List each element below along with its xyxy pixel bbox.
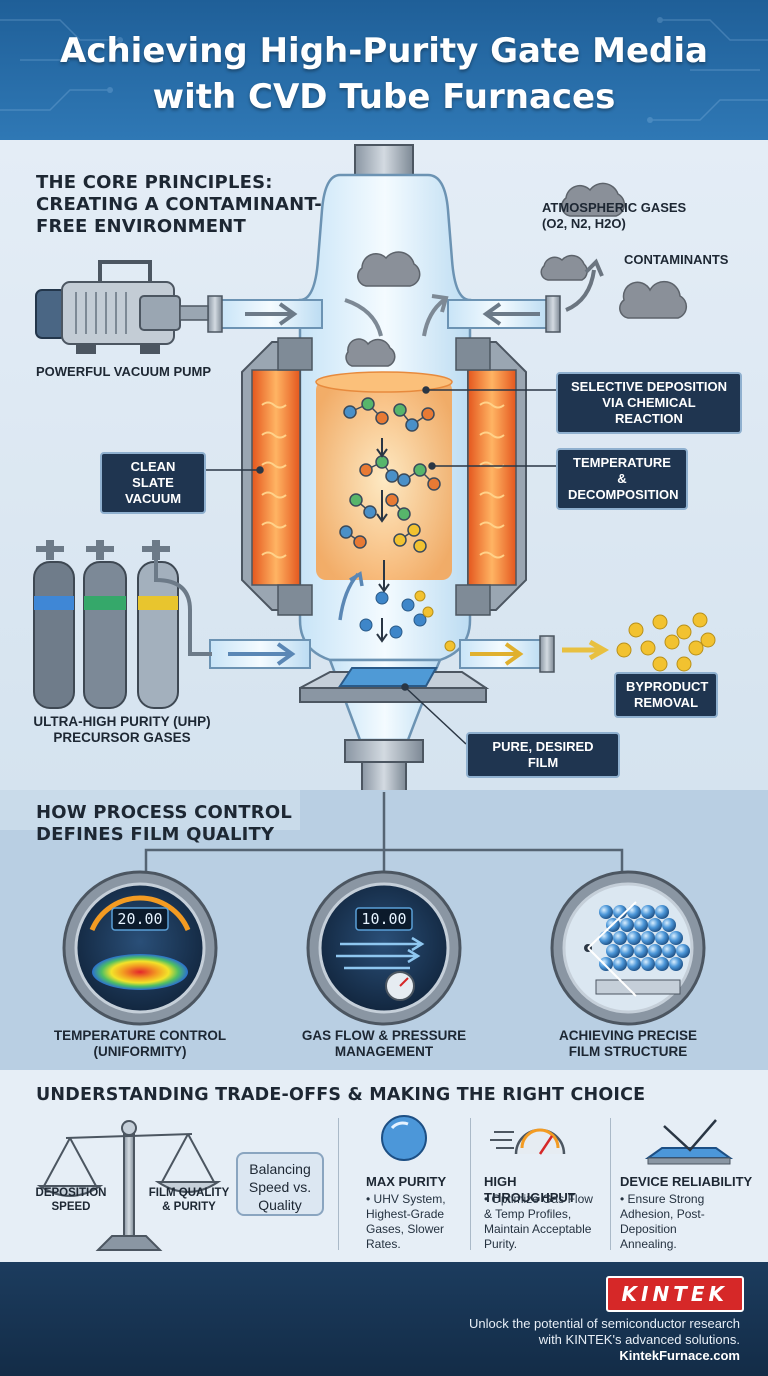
- lattice-atom: [613, 905, 627, 919]
- footer-website-link[interactable]: KintekFurnace.com: [619, 1348, 740, 1363]
- removal-arrow-icon: [562, 639, 610, 661]
- page-title: Achieving High-Purity Gate Media with CV…: [60, 31, 708, 117]
- contaminants-label: Contaminants: [624, 252, 729, 267]
- precursor-molecules: [339, 397, 441, 553]
- principles-heading: The Core Principles: Creating a Contamin…: [36, 172, 322, 237]
- gas-cylinders-icon: [33, 540, 212, 709]
- lattice-atom: [676, 944, 690, 958]
- film-structure-gauge: [550, 870, 706, 1026]
- lattice-atom: [599, 931, 613, 945]
- vacuum-arrow-icon: [245, 302, 298, 326]
- clean-slate-callout: Clean Slate Vacuum: [100, 452, 206, 514]
- lattice-atom: [599, 905, 613, 919]
- byproduct-particles: [414, 590, 716, 672]
- process-control-heading: How Process Control Defines Film Quality: [36, 802, 293, 845]
- temperature-readout: 20.00: [117, 910, 163, 928]
- precursor-arrow-icon: [228, 642, 296, 666]
- film-substrate: [595, 979, 681, 995]
- lattice-atom: [634, 918, 648, 932]
- pure-film-callout: Pure, Desired Film: [466, 732, 620, 778]
- max-purity-text: UHV System, Highest-Grade Gases, Slower …: [366, 1192, 446, 1251]
- header-band: [0, 0, 768, 140]
- lattice-atom: [627, 931, 641, 945]
- lattice-atom: [655, 905, 669, 919]
- device-reliability-title: Device Reliability: [620, 1174, 753, 1189]
- right-heater: [455, 337, 527, 616]
- lattice-atom: [641, 957, 655, 971]
- divider: [610, 1118, 611, 1250]
- deposition-speed-label: Deposition Speed: [35, 1187, 107, 1213]
- lattice-atom: [662, 918, 676, 932]
- circuit-pattern: [0, 17, 768, 123]
- flow-readout: 10.00: [361, 910, 407, 928]
- tradeoffs-graphics: [36, 1115, 734, 1251]
- vacuum-pump-icon: [35, 260, 209, 354]
- lattice-atom: [606, 944, 620, 958]
- divider: [338, 1118, 339, 1250]
- lattice-atom: [669, 957, 683, 971]
- atmospheric-gases-label: Atmospheric Gases (O2, N2, H2O): [542, 200, 687, 231]
- high-throughput-text: Optimize Gas Flow & Temp Profiles, Maint…: [484, 1192, 593, 1251]
- balance-scale-icon: [36, 1120, 222, 1251]
- lattice-atom: [634, 944, 648, 958]
- lattice-atom: [613, 957, 627, 971]
- max-purity-icon: [381, 1115, 427, 1161]
- film-quality-label: Film Quality & Purity: [148, 1187, 230, 1213]
- left-heater: [241, 337, 313, 616]
- high-throughput-title: High Throughput: [484, 1174, 576, 1205]
- inflow-arrow-icon: [482, 302, 540, 326]
- lattice-atom: [613, 931, 627, 945]
- device-reliability-icon: [644, 1119, 734, 1165]
- kintek-logo: KINTEK: [605, 1276, 744, 1312]
- lattice-atom: [669, 931, 683, 945]
- device-reliability-bullet: • Ensure Strong Adhesion, Post-Depositio…: [620, 1192, 705, 1251]
- max-purity-bullet: • UHV System, Highest-Grade Gases, Slowe…: [366, 1192, 446, 1251]
- process-control-tab: [0, 790, 300, 830]
- byproduct-arrow-icon: [470, 642, 524, 666]
- lattice-atom: [655, 931, 669, 945]
- speedometer-icon: [490, 1128, 566, 1155]
- lattice-atom: [648, 918, 662, 932]
- lattice-atom: [620, 918, 634, 932]
- temperature-decomposition-callout: Temperature & Decomposition: [556, 448, 688, 510]
- divider: [470, 1118, 471, 1250]
- lattice-atom: [599, 957, 613, 971]
- contaminant-clouds: [345, 182, 688, 367]
- process-control-graphics: [62, 792, 706, 1026]
- max-purity-title: Max Purity: [366, 1174, 447, 1189]
- device-reliability-text: Ensure Strong Adhesion, Post-Deposition …: [620, 1192, 705, 1251]
- lattice-atom: [627, 905, 641, 919]
- film-wafer: [338, 667, 438, 687]
- lattice-atom: [627, 957, 641, 971]
- bottom-outlet: [361, 761, 407, 790]
- lattice-atom: [655, 957, 669, 971]
- lattice-atom: [648, 944, 662, 958]
- uhp-gases-label: Ultra-High Purity (UHP) Precursor Gases: [33, 714, 211, 745]
- deposit-atoms: [359, 591, 427, 639]
- tradeoffs-heading: Understanding Trade-offs & Making the Ri…: [36, 1085, 646, 1105]
- cvd-furnace-diagram: [33, 144, 716, 790]
- high-throughput-bullet: • Optimize Gas Flow & Temp Profiles, Mai…: [484, 1192, 593, 1251]
- bottom-flange: [344, 739, 424, 763]
- temperature-control-caption: Temperature Control (Uniformity): [53, 1028, 227, 1059]
- footer-tagline: Unlock the potential of semiconductor re…: [469, 1316, 740, 1347]
- lattice-atom: [662, 944, 676, 958]
- vacuum-pump-label: Powerful Vacuum Pump: [36, 364, 212, 379]
- gas-flow-gauge: [306, 870, 462, 1026]
- lattice-atom: [641, 931, 655, 945]
- film-structure-caption: Achieving Precise Film Structure: [558, 1028, 698, 1059]
- gas-flow-caption: Gas Flow & Pressure Management: [301, 1028, 467, 1059]
- temperature-gauge: [62, 870, 218, 1026]
- balance-bubble: Balancing Speed vs. Quality: [236, 1152, 324, 1216]
- lattice-atom: [620, 944, 634, 958]
- lattice-atom: [641, 905, 655, 919]
- selective-deposition-callout: Selective Deposition via Chemical Reacti…: [556, 372, 742, 434]
- byproduct-removal-callout: Byproduct Removal: [614, 672, 718, 718]
- top-flange: [354, 144, 414, 176]
